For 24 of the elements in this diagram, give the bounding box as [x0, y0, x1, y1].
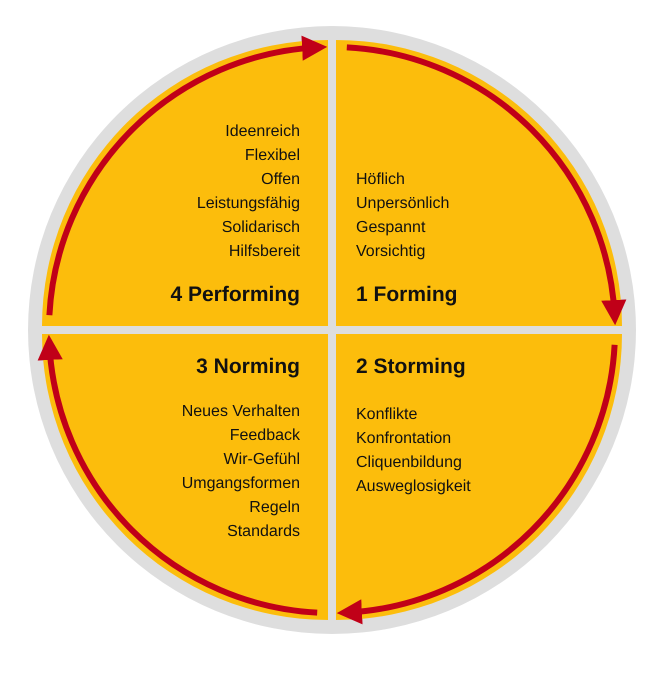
phase-trait: Konflikte	[356, 405, 418, 425]
phase-trait: Offen	[261, 170, 300, 190]
phase-trait: Regeln	[249, 498, 300, 518]
phase-trait: Ideenreich	[225, 122, 300, 142]
phase-trait: Flexibel	[244, 146, 300, 166]
phase-trait: Vorsichtig	[356, 242, 426, 262]
phase-trait: Leistungsfähig	[196, 194, 300, 214]
phase-trait: Ausweglosigkeit	[356, 477, 471, 497]
phase-trait: Standards	[227, 522, 300, 542]
phase-trait: Konfrontation	[356, 429, 452, 449]
phase-trait: Cliquenbildung	[356, 453, 462, 473]
phase-trait: Wir-Gefühl	[224, 450, 300, 470]
phase-heading: 4 Performing	[170, 282, 300, 308]
phase-heading: 1 Forming	[356, 282, 458, 308]
phase-heading: 2 Storming	[356, 354, 466, 380]
phase-heading: 3 Norming	[196, 354, 300, 380]
phase-trait: Höflich	[356, 170, 405, 190]
phase-trait: Gespannt	[356, 218, 426, 238]
phase-trait: Unpersönlich	[356, 194, 450, 214]
phase-trait: Neues Verhalten	[182, 402, 300, 422]
phase-trait: Feedback	[230, 426, 300, 446]
phase-trait: Solidarisch	[222, 218, 300, 238]
phase-trait: Hilfsbereit	[228, 242, 300, 262]
phase-trait: Umgangsformen	[182, 474, 300, 494]
